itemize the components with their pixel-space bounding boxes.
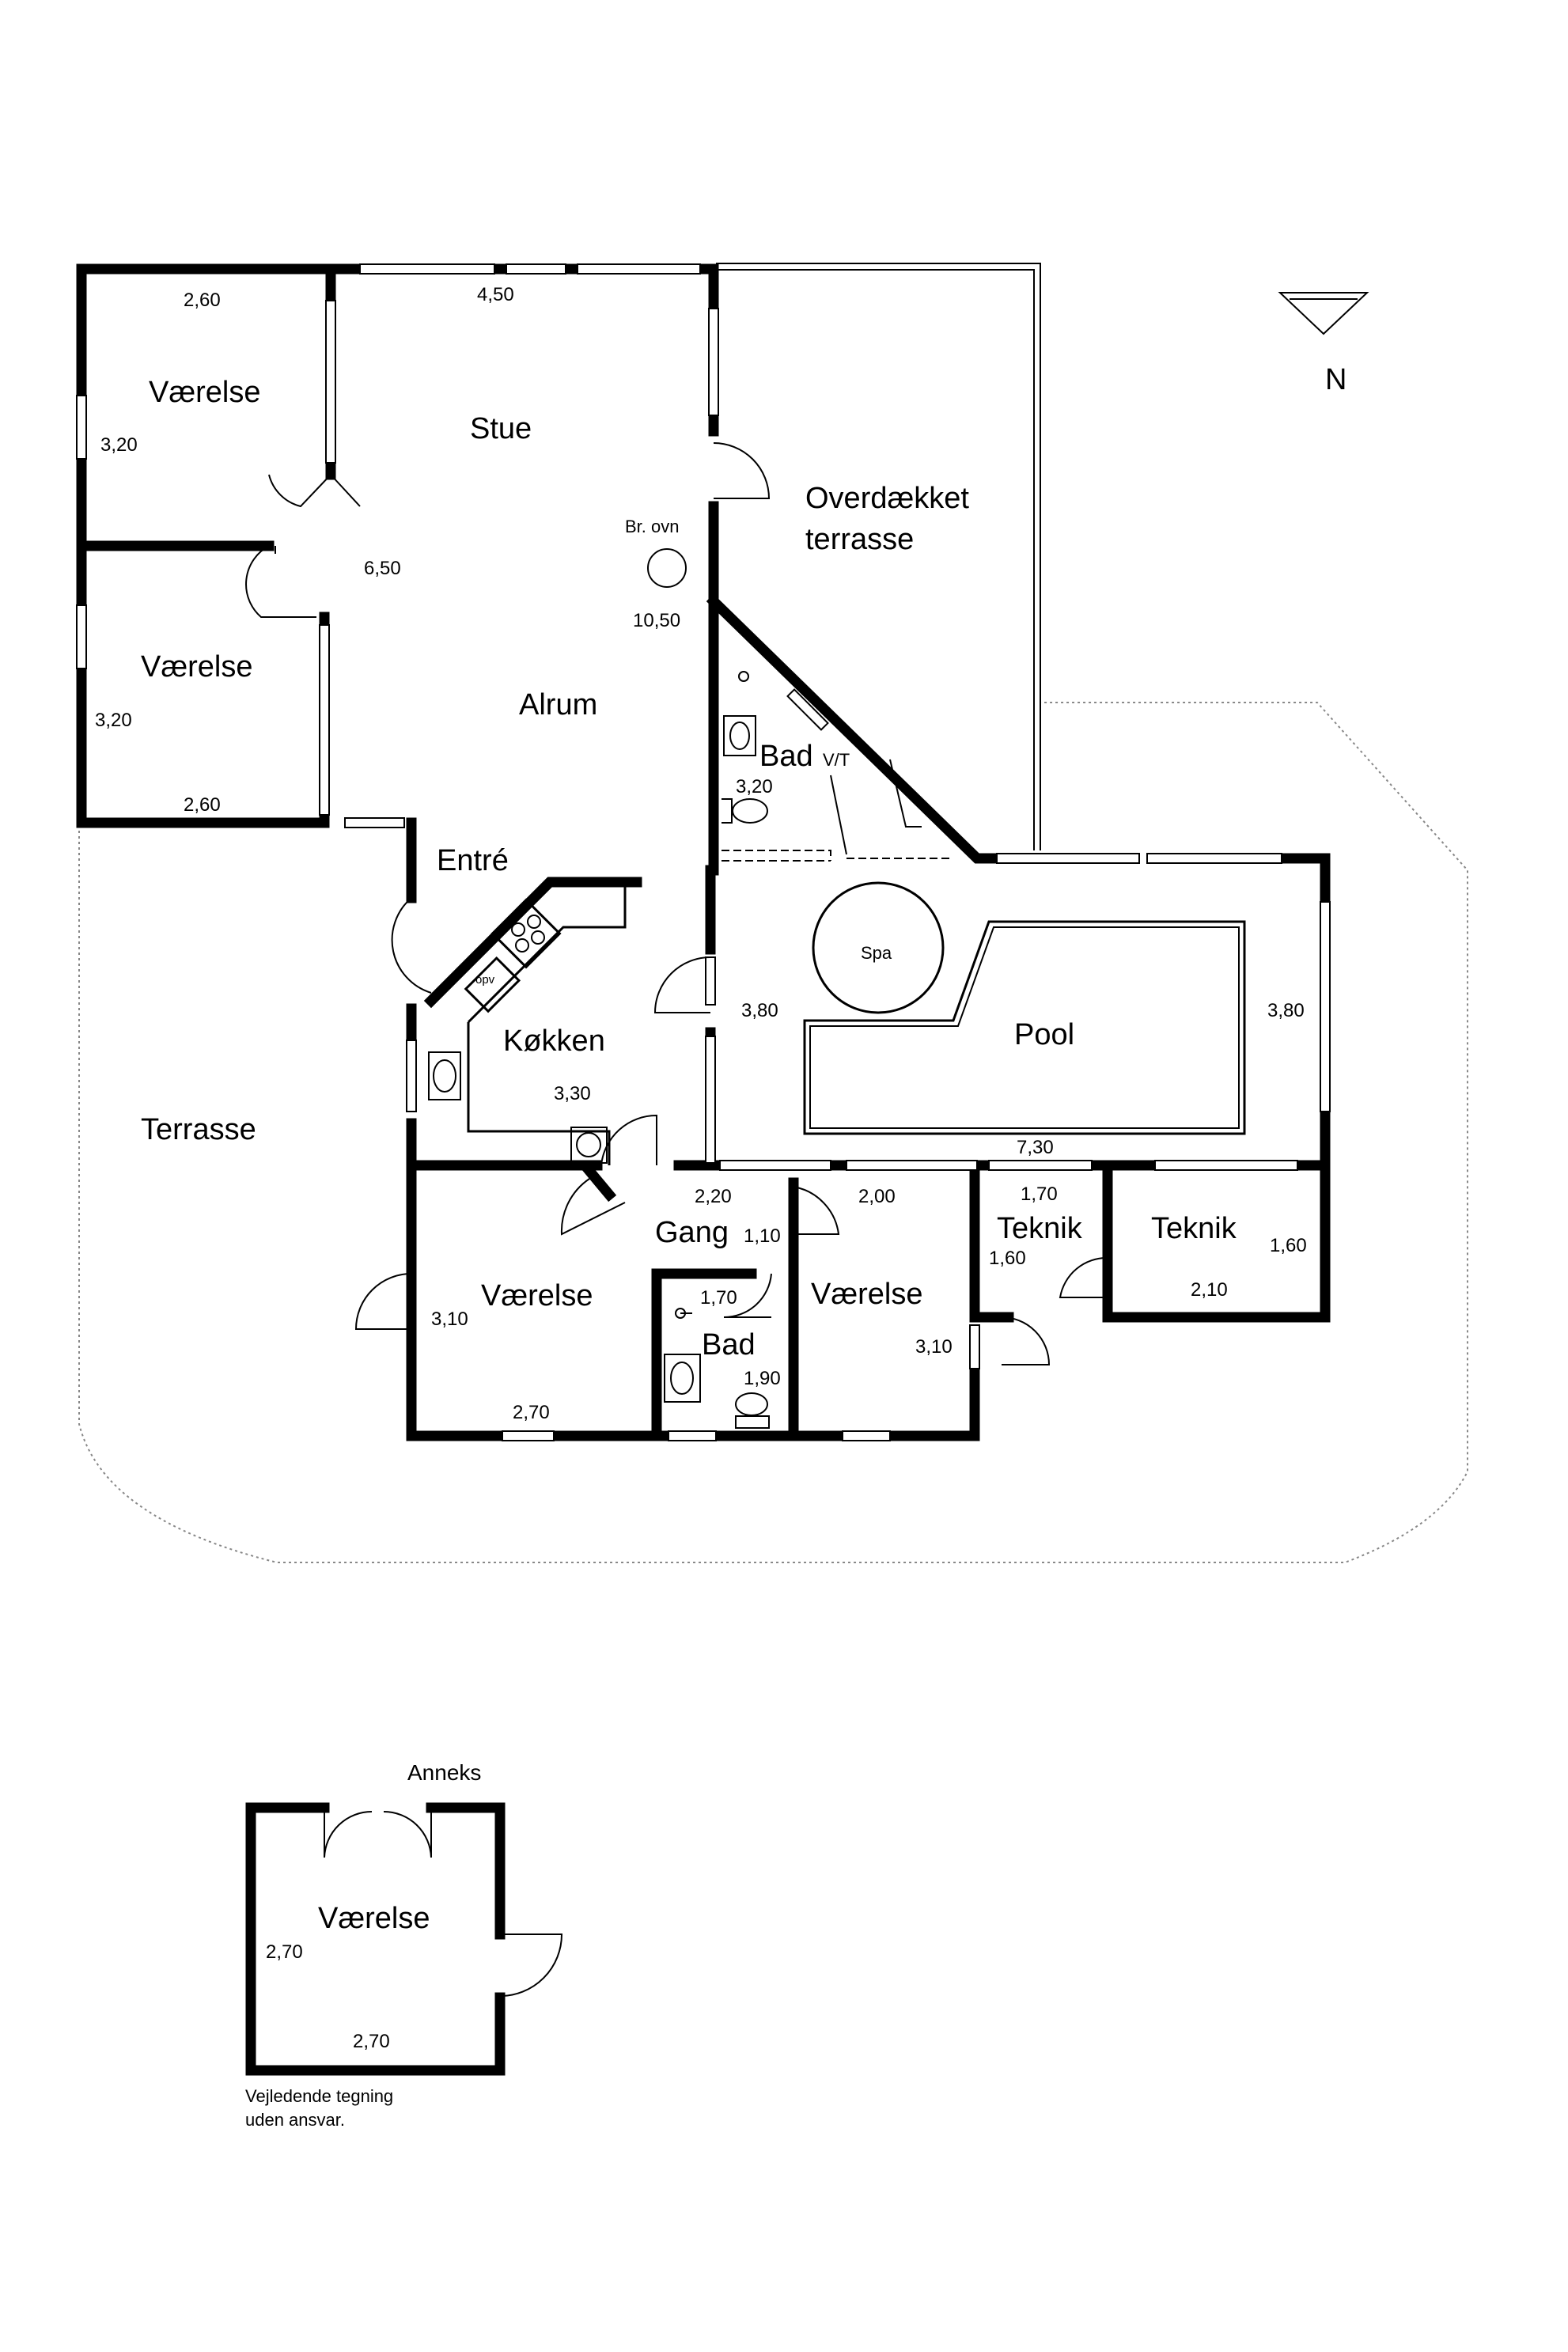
- dim-stue-top: 4,50: [477, 284, 514, 305]
- dim-alrum-side: 10,50: [633, 610, 680, 631]
- wall-gang-south: [581, 1163, 617, 1203]
- room-label-kokken: Køkken: [503, 1025, 605, 1058]
- disclaimer-line-2: uden ansvar.: [245, 2110, 345, 2130]
- room-label-vaerelse-w: Værelse: [141, 650, 253, 684]
- covered-terrace-outline-inner: [716, 269, 1035, 850]
- doors: [245, 442, 1108, 1365]
- room-label-vaerelse-nw: Værelse: [149, 376, 261, 409]
- dim-pool-side: 3,80: [1267, 1000, 1305, 1021]
- dim-teknik1-top: 1,70: [1021, 1184, 1058, 1205]
- annex-dim-bottom: 2,70: [353, 2031, 390, 2052]
- wall-bath-diagonal: [706, 593, 1006, 864]
- label-br-ovn: Br. ovn: [625, 517, 679, 536]
- dim-bad-north: 3,20: [736, 776, 773, 797]
- covered-terrace-outline: [716, 263, 1041, 850]
- kitchen-counter: [467, 882, 627, 1165]
- spa-circle: [812, 881, 945, 1014]
- north-arrow-icon: [1278, 292, 1369, 335]
- dim-vaerelse-sw-side: 3,10: [431, 1309, 468, 1330]
- label-vt: V/T: [823, 750, 850, 770]
- room-label-overdaekket: Overdækket: [805, 482, 969, 515]
- bath-south-sink: [664, 1354, 701, 1403]
- room-label-pool: Pool: [1014, 1018, 1074, 1051]
- dim-gang-side: 1,10: [744, 1225, 781, 1247]
- dim-teknik2-bottom: 2,10: [1191, 1279, 1228, 1301]
- annex-title: Anneks: [407, 1760, 481, 1785]
- room-label-vaerelse-s: Værelse: [811, 1278, 923, 1311]
- terrace-outline-west: [78, 702, 1468, 1563]
- dim-pool-bottom: 7,30: [1017, 1137, 1054, 1158]
- dim-vaerelse-s-side: 3,10: [915, 1336, 953, 1358]
- annex-dim-side: 2,70: [266, 1941, 303, 1963]
- dim-vaerelse-s-top: 2,00: [858, 1186, 896, 1207]
- room-label-vaerelse-sw: Værelse: [481, 1279, 593, 1312]
- pool-outline: [803, 920, 1246, 1135]
- annex-door-side: [499, 1933, 563, 1997]
- windows: [76, 263, 1331, 1441]
- room-label-alrum: Alrum: [519, 688, 597, 722]
- annex-room-label: Værelse: [318, 1902, 430, 1935]
- wall-pool-east: [1280, 853, 1331, 907]
- dim-teknik2-side: 1,60: [1270, 1235, 1307, 1256]
- room-label-gang: Gang: [655, 1216, 729, 1249]
- dim-vaerelse-sw-bottom: 2,70: [513, 1402, 550, 1423]
- fan-unit: [570, 1127, 608, 1164]
- room-label-terrasse: Terrasse: [141, 1113, 256, 1146]
- wall-pool-east-lower: [1102, 1106, 1331, 1323]
- annex-door-double: [324, 1811, 432, 1858]
- cooktop: [490, 898, 562, 969]
- north-label: N: [1325, 363, 1346, 396]
- room-label-entre: Entré: [437, 844, 509, 877]
- dim-stue-side: 6,50: [364, 558, 401, 579]
- wood-stove: [647, 548, 687, 588]
- dim-teknik1-side: 1,60: [989, 1248, 1026, 1269]
- annex-wall-right: [426, 1802, 506, 1940]
- disclaimer-line-1: Vejledende tegning: [245, 2086, 393, 2106]
- dim-bad-south-side: 1,90: [744, 1368, 781, 1389]
- label-spa: Spa: [861, 943, 892, 963]
- room-label-bad-south: Bad: [702, 1328, 756, 1362]
- dim-nw-side: 3,20: [100, 434, 138, 456]
- dim-w-side: 3,20: [95, 710, 132, 731]
- dim-gang-top: 2,20: [695, 1186, 732, 1207]
- dim-nw-top: 2,60: [184, 290, 221, 311]
- exterior-wall-north: [327, 263, 719, 437]
- room-label-bad-north: Bad: [759, 740, 813, 773]
- dashed-box: [722, 850, 831, 861]
- annex-wall: [245, 1802, 506, 2076]
- dim-bad-south-top: 1,70: [700, 1287, 737, 1309]
- room-label-teknik-2: Teknik: [1151, 1212, 1237, 1245]
- dim-w-bottom: 2,60: [184, 794, 221, 816]
- bath-north-sink: [723, 715, 756, 756]
- wall-entre-diagonal: [423, 877, 642, 1009]
- room-label-teknik-1: Teknik: [997, 1212, 1083, 1245]
- dim-kokken-bottom: 3,30: [554, 1083, 591, 1104]
- kitchen-sink: [428, 1051, 461, 1100]
- room-label-terrasse-covered: terrasse: [805, 523, 914, 556]
- label-opv: opv: [475, 973, 495, 987]
- dishwasher: [464, 956, 521, 1013]
- dim-kokken-side: 3,80: [741, 1000, 778, 1021]
- room-label-stue: Stue: [470, 412, 532, 445]
